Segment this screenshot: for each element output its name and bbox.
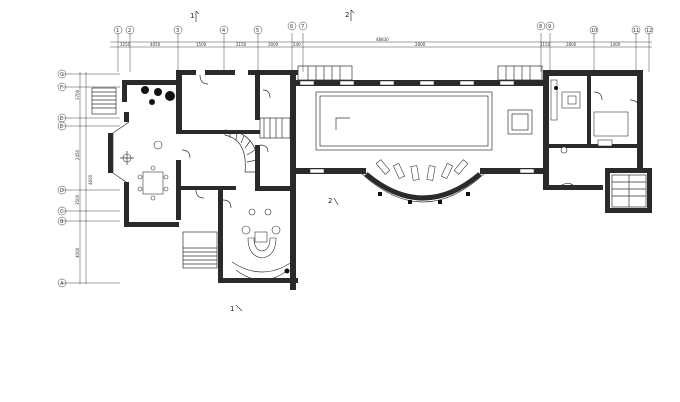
dim-9: 2800 <box>566 42 577 47</box>
dim-8: 1150 <box>540 42 551 47</box>
lounger <box>426 165 436 181</box>
ldim-4: 3500 <box>75 194 80 205</box>
top-axis-bubbles: 1 2 3 4 5 6 7 8 9 10 11 12 <box>113 21 654 35</box>
dim-6: 240 <box>293 42 301 47</box>
dim-1: 1250 <box>120 42 131 47</box>
ldim-2: 2450 <box>75 149 80 160</box>
ldim-3: 4600 <box>88 174 93 185</box>
axis-11: 11 <box>633 28 639 34</box>
pool-hall-windows <box>299 80 535 174</box>
ldim-5: 4000 <box>75 247 80 258</box>
dim-7: 2800 <box>415 42 426 47</box>
axis-10: 10 <box>591 28 597 34</box>
lounge <box>231 208 293 281</box>
lounger <box>410 165 420 181</box>
axis-A: A <box>60 281 64 287</box>
axis-G: G <box>60 72 64 78</box>
ldim-1: 3700 <box>75 89 80 100</box>
overall-dim: 48830 <box>376 37 389 42</box>
axis-12: 12 <box>646 28 652 34</box>
axis-5: 5 <box>256 28 259 34</box>
swimming-pool <box>315 91 533 151</box>
axis-3: 3 <box>176 28 179 34</box>
central-staircase <box>224 117 291 173</box>
axis-B: B <box>60 219 64 225</box>
section-1-bottom: 1 <box>230 305 234 313</box>
section-2-mid: 2 <box>328 197 332 205</box>
axis-9: 9 <box>548 24 551 30</box>
pool-hall-stairs <box>297 65 543 81</box>
door-swings <box>181 74 603 209</box>
axis-4: 4 <box>222 28 225 34</box>
dim-3: 1500 <box>196 42 207 47</box>
dim-4: 2150 <box>236 42 247 47</box>
section-2-top: 2 <box>345 11 349 19</box>
section-marks: 1 2 1 2 <box>190 9 355 313</box>
axis-C: C <box>60 209 64 215</box>
lounger <box>440 162 454 180</box>
section-1-top: 1 <box>190 12 194 20</box>
lounger <box>375 159 391 175</box>
lounger <box>392 162 406 180</box>
entry-porch <box>91 86 175 115</box>
axis-F: F <box>60 85 63 91</box>
entry-steps <box>182 231 218 269</box>
axis-E2: E <box>60 124 63 130</box>
axis-1: 1 <box>116 28 119 34</box>
curved-bay <box>359 159 487 204</box>
axis-8: 8 <box>539 24 542 30</box>
dim-2: 4050 <box>150 42 161 47</box>
axis-2: 2 <box>128 28 131 34</box>
left-dimension-chain: 3700 2450 4600 3500 4000 G F E E D C B A <box>57 69 120 288</box>
dim-5: 3000 <box>268 42 279 47</box>
top-dimension-chain: 1250 4050 1500 2150 3000 240 2800 1150 2… <box>110 33 652 72</box>
axis-7: 7 <box>301 24 304 30</box>
axis-E1: E <box>60 116 63 122</box>
axis-6: 6 <box>290 24 293 30</box>
lounger <box>453 159 469 175</box>
dining-room <box>112 121 169 201</box>
dim-10: 1400 <box>610 42 621 47</box>
axis-D: D <box>60 188 64 194</box>
right-wing <box>550 79 647 208</box>
